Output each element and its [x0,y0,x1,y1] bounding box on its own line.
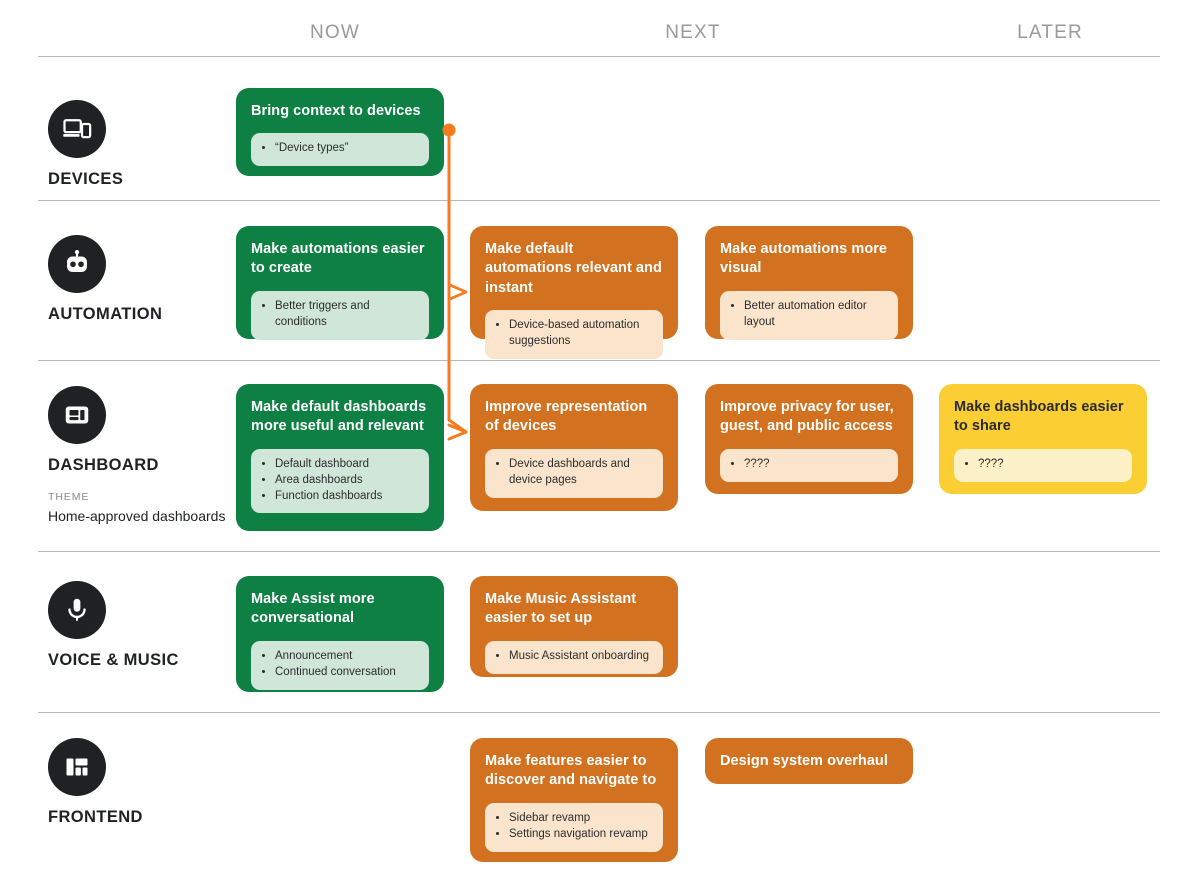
card-title: Improve representation of devices [485,399,648,435]
card-bullets: ???? [954,448,1132,482]
card-bullets: ???? [720,448,898,482]
row-title-voice-music: VOICE & MUSIC [48,651,179,669]
card-bullets: Better automation editor layout [720,290,898,340]
row-label-devices: DEVICES [48,100,238,189]
card-make-automations-more-visual[interactable]: Make automations more visual Better auto… [705,226,913,340]
card-bullets: Default dashboard Area dashboards Functi… [251,448,429,514]
row-frontend: FRONTEND Make features easier to discove… [0,712,1200,873]
theme-label: THEME [48,491,90,503]
row-title-dashboard: DASHBOARD [48,456,159,474]
bullet-item: Better triggers and conditions [275,299,419,331]
layout-icon [48,738,106,796]
row-devices: DEVICES Bring context to devices “Device… [0,56,1200,200]
card-title: Make default dashboards more useful and … [251,399,427,435]
bullet-item: ???? [744,457,888,473]
card-make-automations-easier-to-create[interactable]: Make automations easier to create Better… [236,226,444,340]
divider-devices [38,200,1160,201]
divider-voice [38,712,1160,713]
card-bullets: Announcement Continued conversation [251,640,429,690]
row-title-devices: DEVICES [48,170,124,188]
bullet-item: Announcement [275,649,419,665]
bullet-item: Settings navigation revamp [509,827,653,843]
bullet-item: Sidebar revamp [509,811,653,827]
card-bullets: Better triggers and conditions [251,290,429,340]
divider-dashboard [38,551,1160,552]
card-bullets: Sidebar revamp Settings navigation revam… [485,802,663,852]
bullet-item: Device-based automation suggestions [509,318,653,350]
card-improve-representation-of-devices[interactable]: Improve representation of devices Device… [470,384,678,511]
column-headers: NOW NEXT LATER [0,0,1200,56]
column-header-later: LATER [1017,22,1083,43]
row-label-voice-music: VOICE & MUSIC [48,581,238,670]
card-make-dashboards-easier-to-share[interactable]: Make dashboards easier to share ???? [939,384,1147,494]
dashboard-icon [48,386,106,444]
theme-text: Home-approved dashboards [48,508,226,524]
bullet-item: Music Assistant onboarding [509,649,653,665]
card-make-default-dashboards-useful[interactable]: Make default dashboards more useful and … [236,384,444,531]
card-title: Make default automations relevant and in… [485,241,662,296]
card-title: Make automations easier to create [251,241,425,277]
card-title: Design system overhaul [720,753,888,769]
bullet-item: Continued conversation [275,665,419,681]
card-bullets: Device dashboards and device pages [485,448,663,498]
card-make-features-easier-to-discover[interactable]: Make features easier to discover and nav… [470,738,678,862]
card-bullets: Music Assistant onboarding [485,640,663,674]
divider-top [38,56,1160,57]
row-dashboard: DASHBOARD THEME Home-approved dashboards… [0,360,1200,551]
card-title: Make features easier to discover and nav… [485,753,657,789]
row-title-frontend: FRONTEND [48,808,143,826]
devices-icon [48,100,106,158]
card-title: Make dashboards easier to share [954,399,1124,435]
row-label-automation: AUTOMATION [48,235,238,324]
bullet-item: Function dashboards [275,489,419,505]
column-header-now: NOW [309,22,361,43]
card-title: Make Music Assistant easier to set up [485,591,637,627]
card-make-default-automations-relevant[interactable]: Make default automations relevant and in… [470,226,678,359]
microphone-icon [48,581,106,639]
row-label-dashboard: DASHBOARD THEME Home-approved dashboards [48,386,238,525]
card-bullets: “Device types” [251,133,429,167]
card-title: Improve privacy for user, guest, and pub… [720,399,894,435]
bullet-item: “Device types” [275,141,419,157]
bullet-item: Default dashboard [275,457,419,473]
row-voice-music: VOICE & MUSIC Make Assist more conversat… [0,551,1200,712]
card-bullets: Device-based automation suggestions [485,310,663,359]
card-design-system-overhaul[interactable]: Design system overhaul [705,738,913,784]
bullet-item: Better automation editor layout [744,299,888,331]
row-label-frontend: FRONTEND [48,738,238,827]
card-make-assist-more-conversational[interactable]: Make Assist more conversational Announce… [236,576,444,692]
bullet-item: Device dashboards and device pages [509,457,653,489]
row-title-automation: AUTOMATION [48,305,163,323]
robot-icon [48,235,106,293]
bullet-item: Area dashboards [275,473,419,489]
card-title: Bring context to devices [251,103,421,119]
card-bring-context-to-devices[interactable]: Bring context to devices “Device types” [236,88,444,176]
card-title: Make automations more visual [720,241,888,277]
column-header-next: NEXT [665,22,721,43]
divider-automation [38,360,1160,361]
card-make-music-assistant-easier[interactable]: Make Music Assistant easier to set up Mu… [470,576,678,677]
bullet-item: ???? [978,457,1122,473]
card-improve-privacy[interactable]: Improve privacy for user, guest, and pub… [705,384,913,494]
card-title: Make Assist more conversational [251,591,375,627]
row-automation: AUTOMATION Make automations easier to cr… [0,200,1200,360]
